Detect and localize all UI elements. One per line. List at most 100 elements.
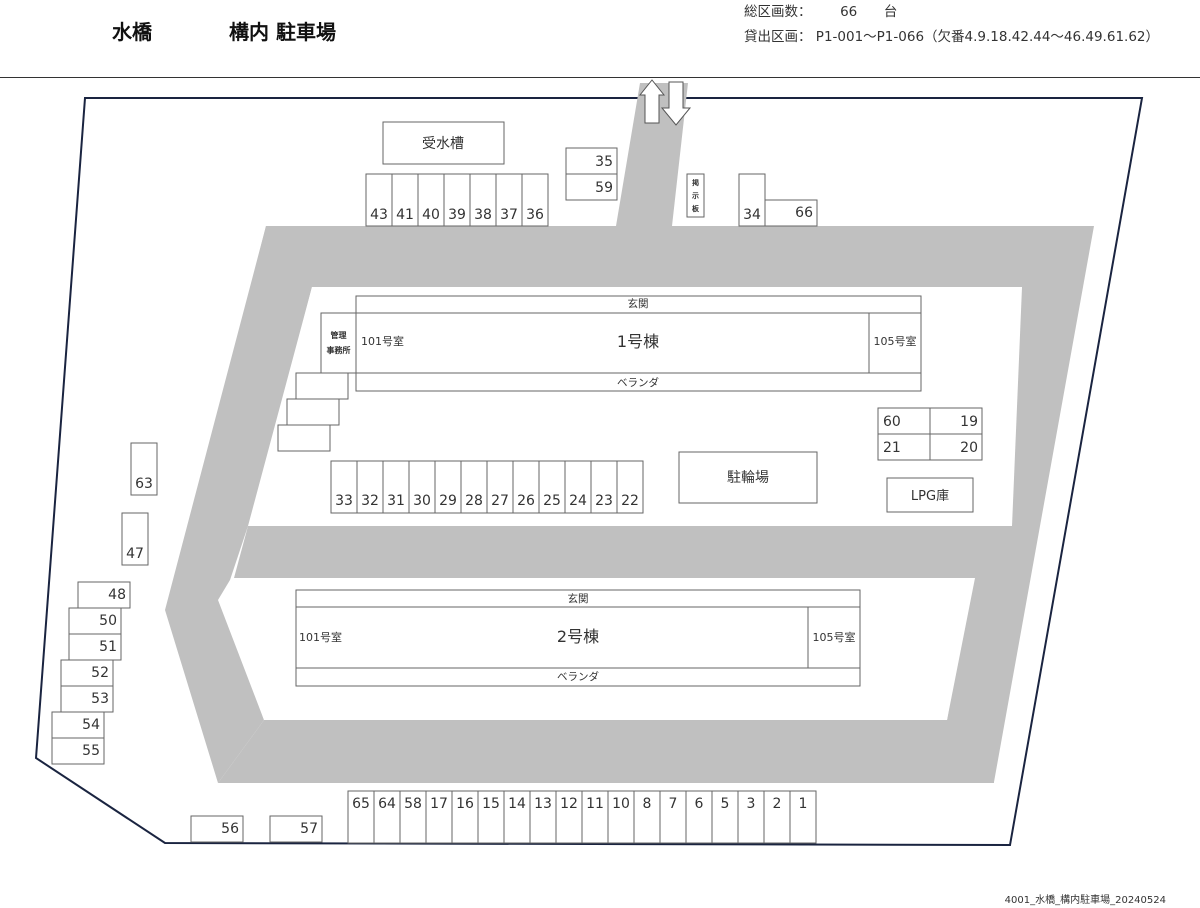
- building-1-name: 1号棟: [617, 332, 659, 351]
- top-stack-spaces: 35 59: [565, 147, 618, 201]
- space-number: 55: [82, 743, 100, 759]
- building-1-room-left: 101号室: [361, 334, 404, 348]
- space-number: 41: [396, 207, 414, 223]
- parking-space[interactable]: [60, 659, 114, 687]
- parking-space[interactable]: [538, 460, 566, 514]
- space-number: 43: [370, 207, 388, 223]
- parking-space[interactable]: [633, 790, 661, 844]
- parking-space[interactable]: [763, 790, 791, 844]
- space-number: 48: [108, 587, 126, 603]
- lpg-storage-label: LPG庫: [911, 489, 949, 504]
- parking-space[interactable]: [286, 398, 340, 426]
- space-number: 57: [300, 821, 318, 837]
- parking-space[interactable]: [503, 790, 531, 844]
- bicycle-parking-label: 駐輪場: [727, 469, 769, 486]
- header-divider: [0, 77, 1200, 78]
- parking-space[interactable]: [659, 790, 687, 844]
- parking-space[interactable]: [269, 815, 323, 843]
- space-number: 33: [335, 493, 353, 509]
- parking-space[interactable]: [51, 711, 105, 739]
- parking-space[interactable]: [121, 512, 149, 566]
- bulletin-board-char: 掲: [692, 178, 699, 187]
- parking-space[interactable]: [789, 790, 817, 844]
- parking-space[interactable]: [391, 173, 419, 227]
- management-office: 管理 事務所: [320, 312, 357, 374]
- parking-space[interactable]: [190, 815, 244, 843]
- bottom-single-spaces: 56 57: [190, 815, 323, 843]
- parking-space[interactable]: [130, 442, 158, 496]
- space-number: 40: [422, 207, 440, 223]
- left-column-spaces: 63 47 48 50 51 52 53 54 55: [51, 442, 158, 765]
- rental-spaces-label: 貸出区画：: [744, 29, 812, 45]
- space-number: 63: [135, 476, 153, 492]
- parking-space[interactable]: [277, 424, 331, 452]
- parking-space[interactable]: [51, 737, 105, 765]
- parking-space[interactable]: [737, 790, 765, 844]
- parking-space[interactable]: [399, 790, 427, 844]
- space-number: 12: [560, 796, 578, 812]
- space-number: 27: [491, 493, 509, 509]
- parking-space[interactable]: [495, 173, 523, 227]
- parking-space[interactable]: [877, 433, 931, 461]
- parking-space[interactable]: [77, 581, 131, 609]
- site-boundary: [34, 97, 1144, 847]
- parking-space[interactable]: [738, 173, 766, 227]
- space-number: 66: [795, 205, 813, 221]
- parking-space[interactable]: [529, 790, 557, 844]
- space-number: 34: [743, 207, 761, 223]
- building-1-veranda: ベランダ: [617, 376, 659, 389]
- space-number: 14: [508, 796, 526, 812]
- parking-space[interactable]: [425, 790, 453, 844]
- building-2-room-right: 105号室: [813, 630, 856, 644]
- building-2-room-left: 101号室: [299, 630, 342, 644]
- bulletin-board-char: 板: [692, 204, 700, 213]
- parking-space[interactable]: [565, 147, 618, 175]
- mid-row-spaces: 33 32 31 30 29 28 27 26 25 24 23 22: [330, 460, 644, 514]
- parking-space[interactable]: [408, 460, 436, 514]
- rental-spaces-info: 貸出区画： P1-001〜P1-066（欠番4.9.18.42.44〜46.49…: [744, 25, 1159, 45]
- rental-spaces-value: P1-001〜P1-066（欠番4.9.18.42.44〜46.49.61.62…: [815, 29, 1159, 45]
- space-number: 31: [387, 493, 405, 509]
- total-spaces-label: 総区画数：: [744, 4, 812, 20]
- parking-space[interactable]: [555, 790, 583, 844]
- space-number: 1: [799, 796, 808, 812]
- parking-space[interactable]: [764, 199, 818, 227]
- parking-space[interactable]: [295, 372, 349, 400]
- total-spaces-info: 総区画数： 66 台: [744, 0, 897, 20]
- parking-space[interactable]: [590, 460, 618, 514]
- space-number: 15: [482, 796, 500, 812]
- parking-space[interactable]: [616, 460, 644, 514]
- parking-space[interactable]: [443, 173, 471, 227]
- parking-space[interactable]: [460, 460, 488, 514]
- parking-space[interactable]: [581, 790, 609, 844]
- parking-space[interactable]: [521, 173, 549, 227]
- parking-space[interactable]: [373, 790, 401, 844]
- parking-space[interactable]: [382, 460, 410, 514]
- space-number: 25: [543, 493, 561, 509]
- building-2-entrance: 玄関: [568, 592, 589, 605]
- space-number: 39: [448, 207, 466, 223]
- parking-space[interactable]: [564, 460, 592, 514]
- parking-space[interactable]: [347, 790, 375, 844]
- location-title: 水橋: [112, 20, 152, 44]
- parking-space[interactable]: [929, 433, 983, 461]
- parking-space[interactable]: [68, 607, 122, 635]
- space-number: 38: [474, 207, 492, 223]
- space-number: 28: [465, 493, 483, 509]
- road-network: [165, 83, 1094, 783]
- parking-space[interactable]: [477, 790, 505, 844]
- space-number: 21: [883, 440, 901, 456]
- parking-space[interactable]: [607, 790, 635, 844]
- space-number: 30: [413, 493, 431, 509]
- parking-space[interactable]: [451, 790, 479, 844]
- parking-space[interactable]: [68, 633, 122, 661]
- space-number: 23: [595, 493, 613, 509]
- lpg-storage: LPG庫: [886, 477, 974, 513]
- parking-space[interactable]: [685, 790, 713, 844]
- parking-space[interactable]: [565, 173, 618, 201]
- parking-space[interactable]: [60, 685, 114, 713]
- parking-space[interactable]: [356, 460, 384, 514]
- space-number: 20: [960, 440, 978, 456]
- space-number: 56: [221, 821, 239, 837]
- space-number: 37: [500, 207, 518, 223]
